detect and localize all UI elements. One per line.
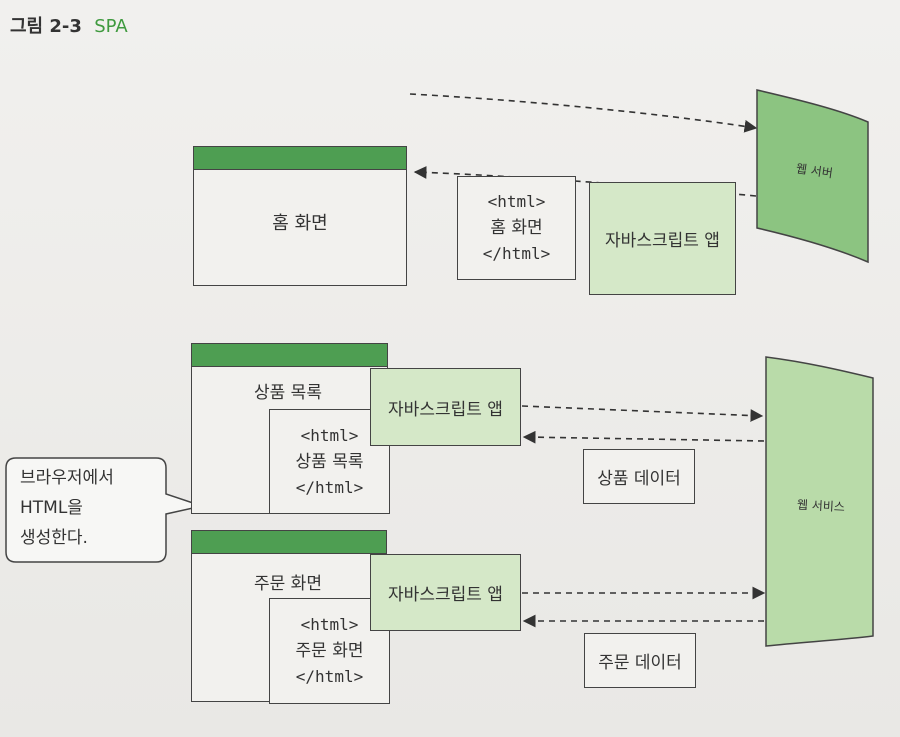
arrow-product-response [522, 430, 765, 444]
order-doc-content: 주문 화면 [295, 641, 364, 661]
product-data-box: 상품 데이터 [583, 449, 695, 504]
figure-title: 그림 2-3 SPA [10, 12, 128, 38]
html-open-tag: <html> [487, 192, 546, 211]
home-browser-window: 홈 화면 [193, 146, 407, 286]
arrow-home-response [413, 166, 757, 197]
figure-name: SPA [94, 16, 128, 37]
figure-number: 그림 2-3 [10, 16, 82, 37]
product-js-app: 자바스크립트 앱 [370, 368, 521, 446]
callout-line-2: HTML을 [20, 498, 83, 518]
callout-line-1: 브라우저에서 [20, 468, 114, 488]
html-open-tag: <html> [300, 425, 359, 445]
order-js-app: 자바스크립트 앱 [370, 554, 521, 631]
home-screen-label: 홈 화면 [272, 213, 328, 234]
product-screen-label: 상품 목록 [254, 383, 322, 403]
callout-line-3: 생성한다. [20, 528, 88, 548]
browser-title-bar [192, 531, 386, 554]
browser-title-bar [192, 344, 387, 367]
product-html-document: <html> 상품 목록 </html> [269, 409, 390, 514]
arrow-product-request [521, 405, 764, 422]
html-open-tag: <html> [300, 615, 359, 634]
home-js-app: 자바스크립트 앱 [589, 182, 736, 295]
order-html-document: <html> 주문 화면 </html> [269, 598, 390, 704]
order-screen-label: 주문 화면 [254, 574, 322, 594]
callout-bubble [5, 457, 205, 563]
html-close-tag: </html> [482, 244, 551, 263]
browser-title-bar [194, 147, 406, 170]
web-service-shape [765, 356, 874, 647]
html-close-tag: </html> [295, 477, 364, 497]
web-service-label: 웹 서비스 [796, 497, 846, 515]
order-data-box: 주문 데이터 [584, 633, 696, 688]
home-html-document: <html> 홈 화면 </html> [457, 176, 576, 280]
callout-text: 브라우저에서 HTML을 생성한다. [20, 463, 114, 553]
html-close-tag: </html> [295, 667, 364, 686]
home-doc-content: 홈 화면 [490, 218, 543, 238]
arrow-home-request [409, 93, 758, 133]
product-doc-content: 상품 목록 [295, 451, 364, 472]
web-server-shape [756, 89, 869, 264]
